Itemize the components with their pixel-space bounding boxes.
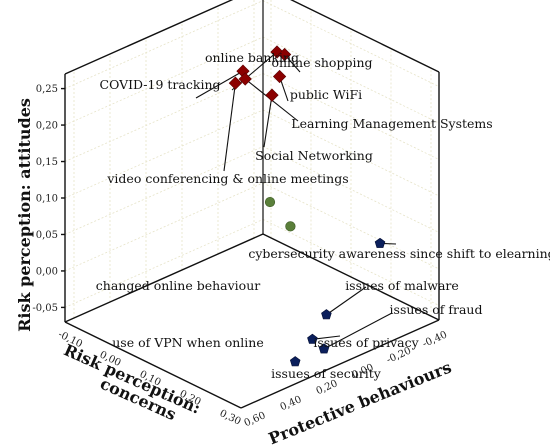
- leader-line-issues-of-malware: [326, 286, 367, 316]
- marker-issues-of-privacy: [307, 333, 318, 344]
- leader-line-covid-19-tracking: [195, 70, 244, 99]
- marker-layer: [228, 45, 386, 367]
- point-label-learning-management-systems: Learning Management Systems: [291, 116, 492, 131]
- point-label-online-banking: online banking: [205, 50, 299, 65]
- frame-bottom-front-right: [240, 319, 440, 409]
- grid-line-left-wall-4: [64, 146, 264, 235]
- point-label-issues-of-fraud: issues of fraud: [390, 302, 483, 317]
- grid-line-left-wall-6: [64, 219, 264, 308]
- y-tick-label-5: -0,40: [421, 329, 449, 349]
- point-label-social-networking: Social Networking: [255, 148, 373, 163]
- z-tick-label-2: 0,15: [36, 157, 58, 168]
- marker-video-conferencing-online-meetings: [228, 76, 243, 90]
- x-tick-label-4: 0,30: [218, 408, 243, 428]
- grid-line-back-wall-4: [262, 146, 440, 233]
- frame-bottom-back-right: [262, 233, 440, 321]
- z-tick-label-1: 0,20: [36, 121, 58, 132]
- z-tick-label-4: 0,05: [36, 230, 58, 241]
- z-tick-label-0: 0,25: [36, 84, 58, 95]
- grid-line-left-wall-2: [64, 73, 264, 162]
- point-label-issues-of-malware: issues of malware: [345, 278, 459, 293]
- frame-bottom-front-left: [64, 321, 242, 409]
- grid-line-left-wall-1: [64, 36, 264, 126]
- y-tick-label-1: 0,40: [279, 394, 304, 413]
- marker-issues-of-fraud: [318, 343, 330, 354]
- point-label-issues-of-privacy: issues of privacy: [313, 335, 419, 350]
- point-label-online-shopping: online shopping: [271, 55, 372, 70]
- frame-layer: [64, 0, 440, 409]
- z-tick-label-5: 0,00: [36, 266, 58, 277]
- grid-line-back-wall-6: [262, 219, 440, 306]
- frame-bottom-back-left: [64, 233, 264, 323]
- marker-changed-online-behaviour: [264, 196, 276, 208]
- leader-line-issues-of-fraud: [323, 312, 393, 350]
- marker-use-of-vpn-when-online: [285, 221, 296, 232]
- point-label-video-conferencing-online-meetings: video conferencing & online meetings: [106, 171, 348, 186]
- marker-social-networking: [265, 88, 279, 102]
- z-axis-title: Risk perception: attitudes: [15, 98, 34, 332]
- grid-line-back-wall-5: [262, 182, 440, 270]
- point-label-use-of-vpn-when-online: use of VPN when online: [112, 335, 264, 350]
- marker-cybersecurity-awareness-since-shift-to-elearning: [374, 237, 386, 248]
- grid-layer: [64, 0, 440, 318]
- marker-issues-of-malware: [321, 309, 332, 320]
- frame-top-left: [64, 0, 234, 75]
- point-label-public-wifi: public WiFi: [290, 87, 362, 102]
- z-tick-label-6: -0,05: [32, 303, 58, 314]
- point-label-covid-19-tracking: COVID-19 tracking: [100, 77, 221, 92]
- point-label-changed-online-behaviour: changed online behaviour: [96, 278, 260, 293]
- marker-issues-of-security: [289, 356, 301, 367]
- point-label-cybersecurity-awareness-since-shift-to-elearning: cybersecurity awareness since shift to e…: [248, 246, 550, 261]
- leader-line-video-conferencing-online-meetings: [223, 83, 236, 172]
- leader-layer: [195, 51, 397, 350]
- grid-line-left-wall-5: [64, 182, 264, 272]
- leader-line-social-networking: [263, 95, 273, 148]
- y-tick-label-0: 0,60: [243, 410, 268, 429]
- marker-online-shopping: [277, 47, 292, 62]
- marker-learning-management-systems: [238, 72, 252, 86]
- grid-line-left-wall-0: [64, 0, 264, 89]
- y-tick-label-2: 0,20: [315, 378, 340, 397]
- frame-top-right: [290, 0, 440, 73]
- marker-online-banking: [270, 45, 284, 59]
- marker-public-wifi: [272, 69, 287, 84]
- z-tick-label-3: 0,10: [36, 194, 58, 205]
- point-label-issues-of-security: issues of security: [271, 366, 382, 381]
